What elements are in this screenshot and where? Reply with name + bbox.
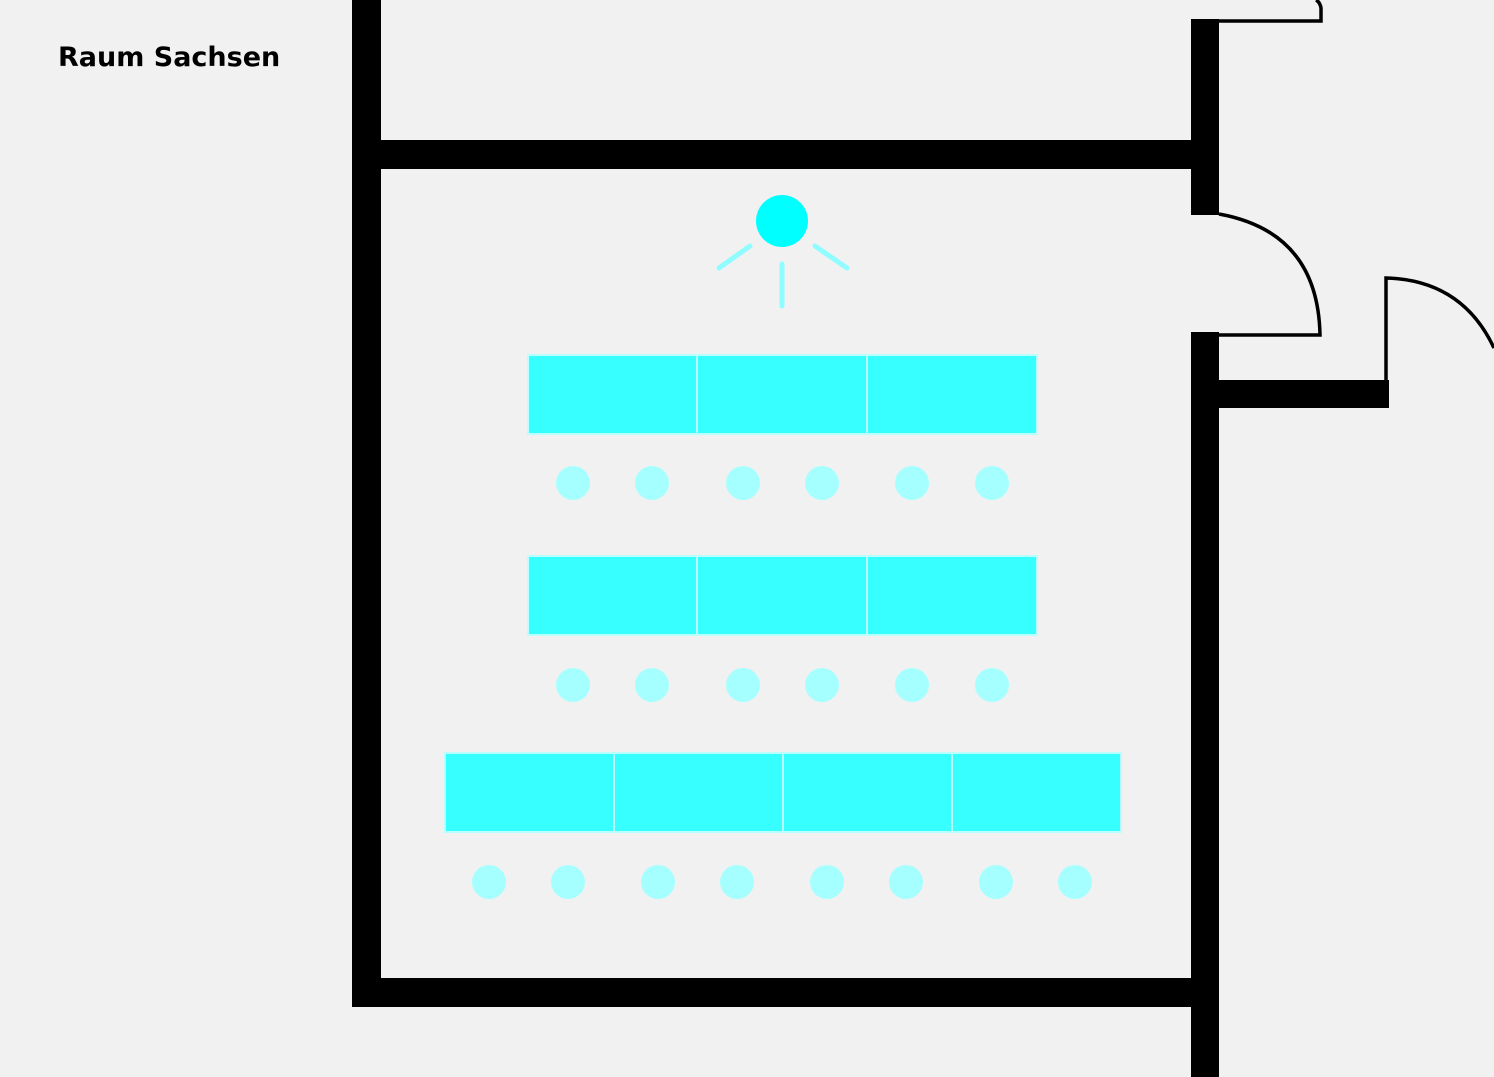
chair xyxy=(726,466,760,500)
chair xyxy=(635,668,669,702)
table xyxy=(696,555,868,636)
presenter-ray-right xyxy=(812,243,850,271)
table xyxy=(866,555,1038,636)
table xyxy=(444,752,615,833)
presenter-icon xyxy=(756,195,808,247)
table-row xyxy=(527,354,1038,435)
table xyxy=(866,354,1038,435)
wall-corridor xyxy=(1191,380,1389,408)
table xyxy=(782,752,953,833)
wall-bottom xyxy=(352,978,1219,1007)
wall-right-segment-b xyxy=(1191,332,1219,1077)
chair xyxy=(975,466,1009,500)
doors xyxy=(1218,0,1494,380)
table xyxy=(613,752,784,833)
chair xyxy=(556,466,590,500)
chair xyxy=(975,668,1009,702)
table xyxy=(696,354,868,435)
chair xyxy=(472,865,506,899)
chair xyxy=(889,865,923,899)
chair xyxy=(726,668,760,702)
chair xyxy=(720,865,754,899)
presenter-rays xyxy=(716,243,850,309)
presenter-ray-left xyxy=(716,243,753,271)
walls xyxy=(352,0,1389,1077)
table-row xyxy=(444,752,1122,833)
chair xyxy=(810,865,844,899)
table-row xyxy=(527,555,1038,636)
room-title: Raum Sachsen xyxy=(58,42,281,73)
table xyxy=(527,555,698,636)
wall-left xyxy=(352,140,381,1006)
chair xyxy=(556,668,590,702)
chair xyxy=(635,466,669,500)
chair xyxy=(895,668,929,702)
chair xyxy=(895,466,929,500)
presenter xyxy=(716,195,850,309)
chair xyxy=(1058,865,1092,899)
wall-right-segment-a xyxy=(1191,160,1219,215)
wall-top-divider xyxy=(352,140,1219,169)
chair-row xyxy=(556,466,1009,500)
chair xyxy=(805,668,839,702)
wall-right-top xyxy=(1191,19,1219,169)
table xyxy=(951,752,1122,833)
door-corridor-right xyxy=(1384,276,1494,380)
door-room-entrance xyxy=(1218,212,1322,337)
table xyxy=(527,354,698,435)
chair xyxy=(551,865,585,899)
chair-row xyxy=(472,865,1092,899)
chair xyxy=(979,865,1013,899)
chair xyxy=(805,466,839,500)
chair-row xyxy=(556,668,1009,702)
door-top-right xyxy=(1219,0,1323,23)
chair xyxy=(641,865,675,899)
